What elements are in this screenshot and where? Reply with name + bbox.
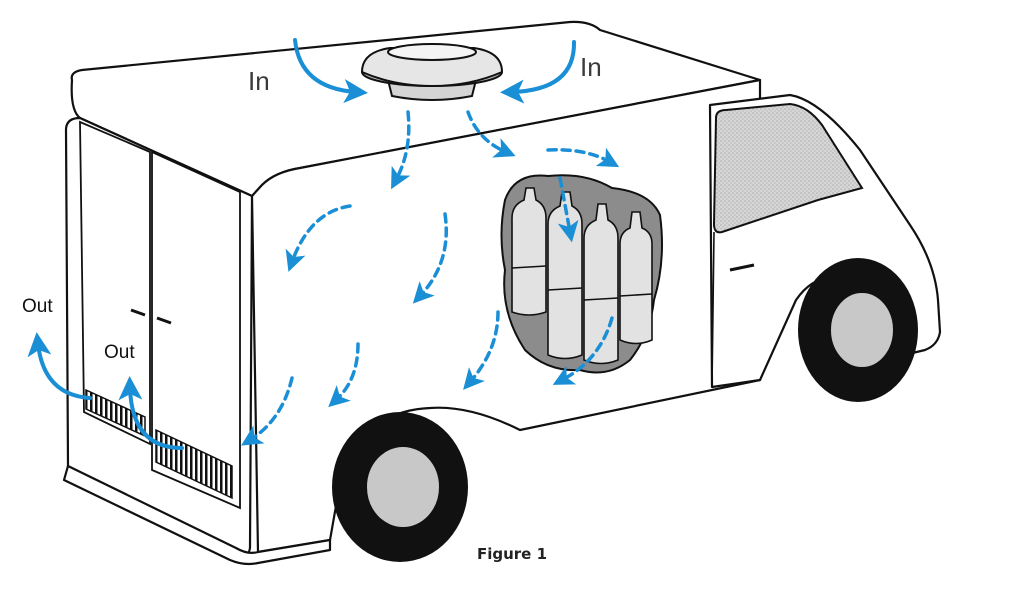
airflow-arrow (241, 376, 294, 446)
rear-door-right (151, 150, 241, 510)
cab-door-handle (729, 263, 755, 272)
airflow-arrows (27, 38, 620, 450)
label-out-right: Out (104, 342, 135, 363)
label-in-right: In (580, 52, 602, 82)
airflow-arrow (552, 316, 614, 385)
outflow-arrow-right (118, 376, 184, 450)
rear-doors (79, 120, 241, 510)
airflow-arrow (466, 110, 516, 158)
intake-arrow-right (500, 40, 577, 104)
rear-wheel (332, 412, 468, 562)
roof-vent-icon (360, 43, 504, 101)
front-wheel (798, 258, 918, 402)
airflow-arrow (285, 204, 352, 272)
airflow-arrow (557, 176, 579, 243)
intake-arrow-left (293, 38, 368, 104)
cab-window (712, 102, 864, 234)
airflow-arrow (463, 310, 500, 390)
figure-caption: Figure 1 (476, 545, 548, 563)
rear-door-left (79, 120, 151, 446)
label-out-left: Out (22, 296, 53, 317)
label-in-left: In (248, 66, 270, 96)
outflow-arrow-left (27, 332, 92, 400)
airflow-arrow (412, 212, 448, 304)
van-rear-bumper (62, 464, 332, 566)
airflow-arrow (546, 147, 620, 168)
airflow-arrow (328, 342, 360, 408)
gas-cylinder-cutaway (500, 174, 663, 374)
airflow-arrow (391, 110, 411, 190)
